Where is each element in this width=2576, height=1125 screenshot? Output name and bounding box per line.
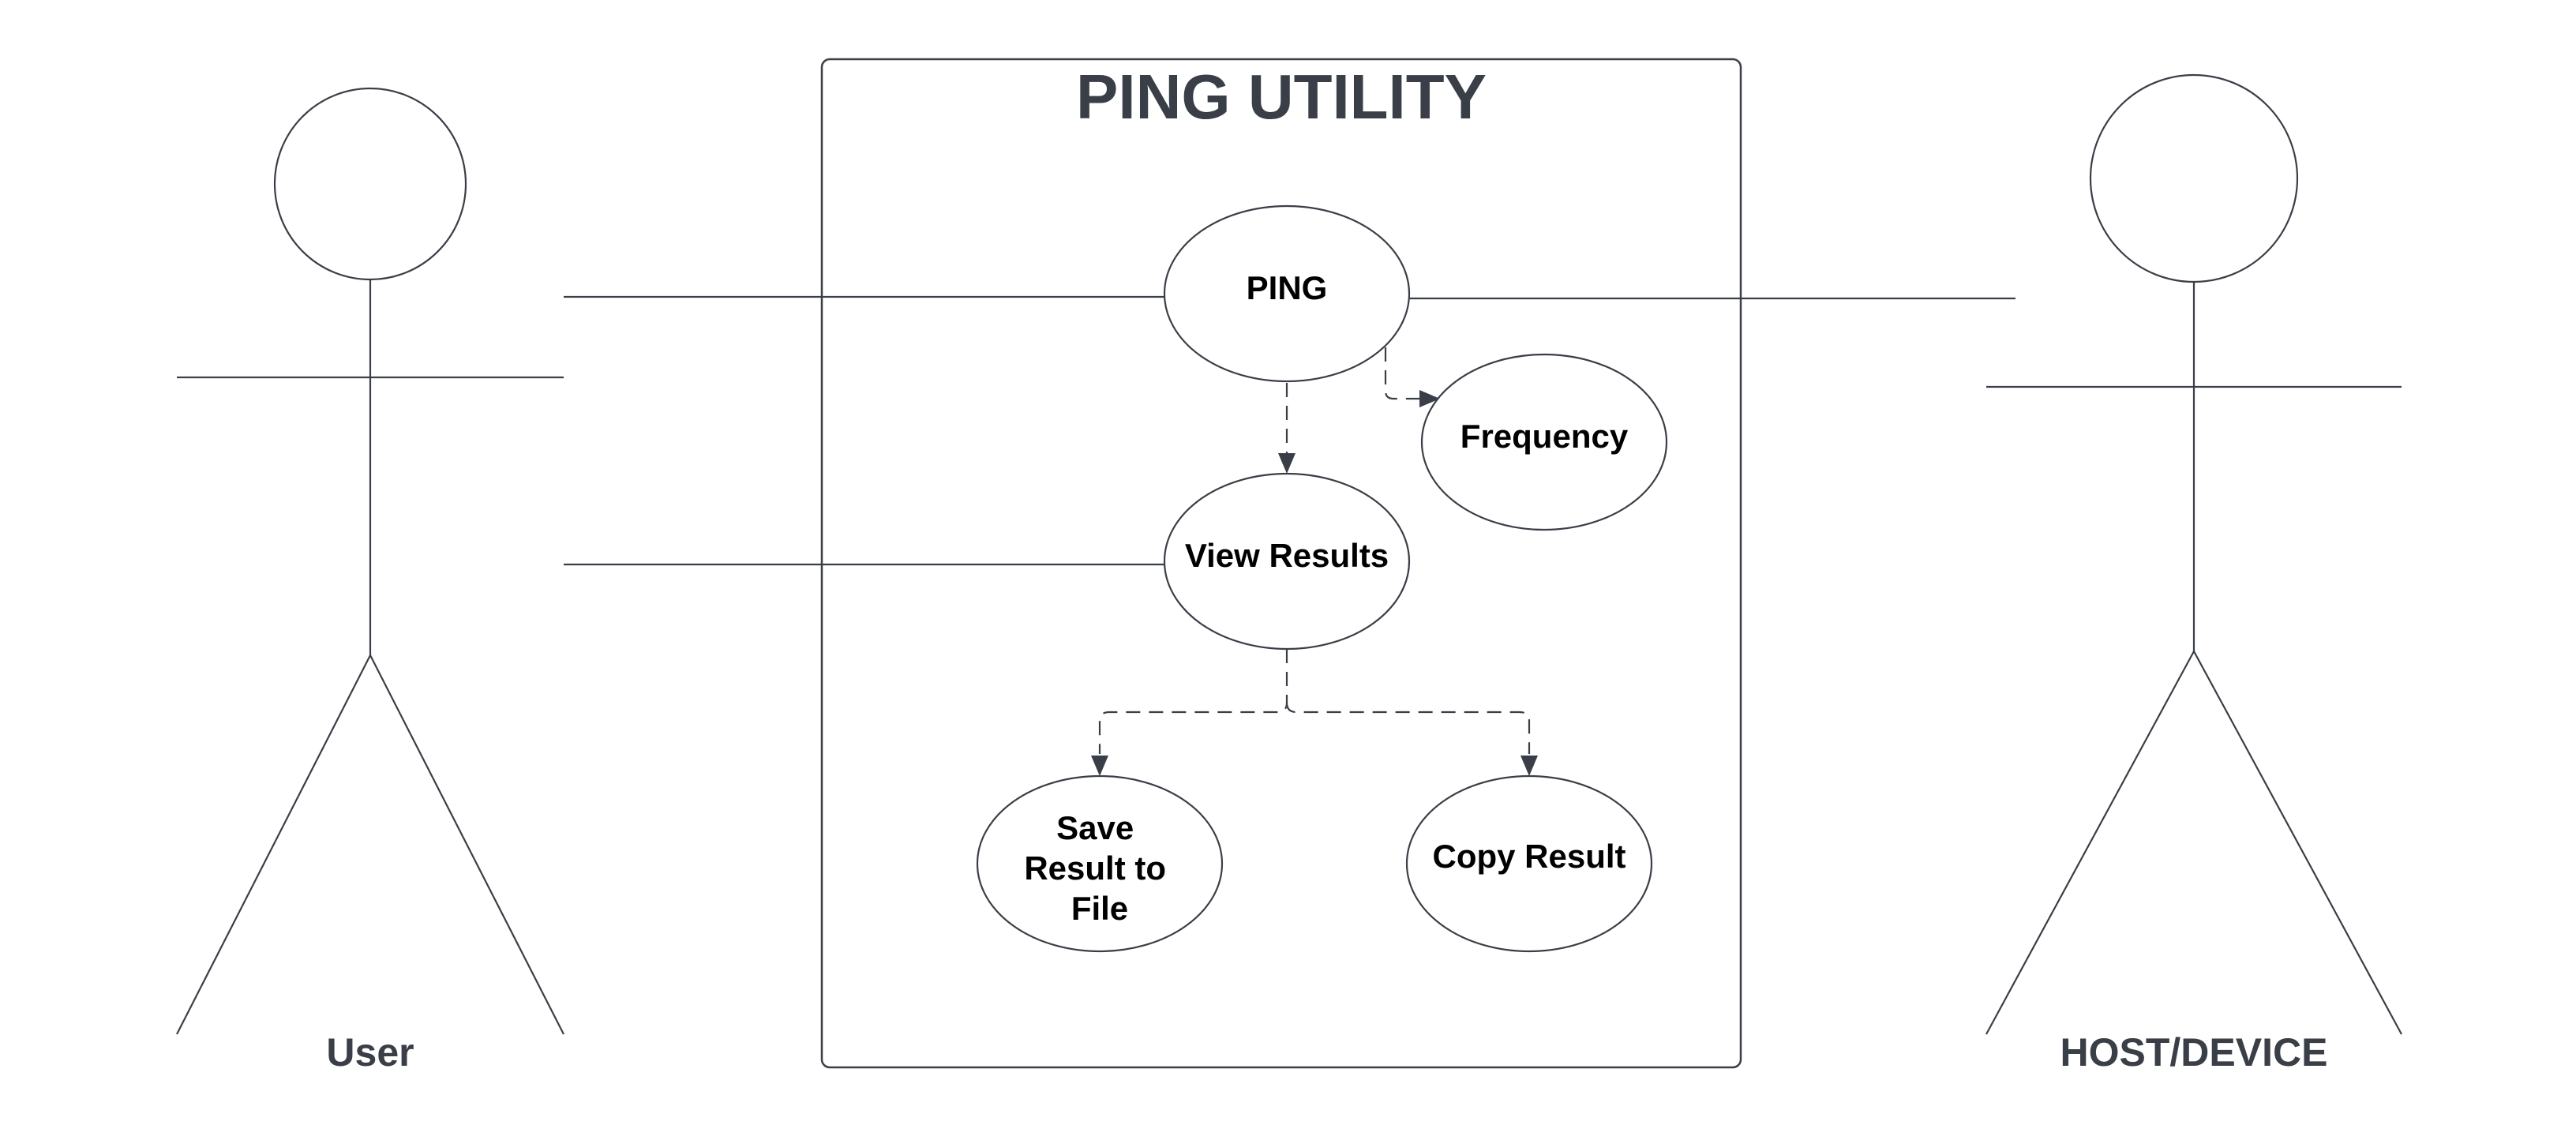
use-case-copy-result-label: Copy Result bbox=[1432, 838, 1625, 875]
dependency-view-results-copy bbox=[1285, 702, 1531, 754]
use-case-frequency-shape bbox=[1420, 353, 1668, 531]
use-case-view-results: View Results bbox=[1163, 472, 1411, 651]
actor-user-left-leg bbox=[176, 654, 371, 1035]
arrowhead-frequency bbox=[1419, 390, 1440, 407]
use-case-view-results-shape bbox=[1163, 472, 1411, 651]
use-case-ping: PING bbox=[1163, 204, 1411, 383]
use-case-view-results-label: View Results bbox=[1185, 537, 1389, 574]
use-case-save-result-shape bbox=[976, 774, 1224, 953]
use-case-copy-result-shape bbox=[1405, 774, 1653, 953]
actor-user: User bbox=[176, 87, 564, 1074]
use-case-save-result: Save Result to File bbox=[976, 774, 1224, 953]
use-case-ping-shape bbox=[1163, 204, 1411, 383]
system-title: PING UTILITY bbox=[1076, 62, 1487, 132]
actor-host-label: HOST/DEVICE bbox=[2060, 1030, 2328, 1074]
actor-host-left-leg bbox=[1985, 651, 2195, 1035]
arrowhead-save-result bbox=[1091, 756, 1108, 776]
actor-user-label: User bbox=[326, 1030, 414, 1074]
use-case-frequency: Frequency bbox=[1420, 353, 1668, 531]
arrowhead-copy-result bbox=[1520, 756, 1538, 776]
arrowhead-view-results bbox=[1278, 453, 1295, 474]
actor-host-right-leg bbox=[2193, 651, 2402, 1035]
use-case-ping-label: PING bbox=[1247, 269, 1328, 306]
actor-user-right-leg bbox=[369, 654, 564, 1035]
system-boundary bbox=[820, 58, 1742, 1069]
actor-user-head bbox=[273, 87, 467, 281]
dependency-view-results-split bbox=[1098, 649, 1288, 754]
use-case-save-result-label: Save Result to File bbox=[1024, 809, 1175, 927]
actor-host-head bbox=[2089, 73, 2299, 283]
dependency-ping-frequency bbox=[1384, 347, 1421, 400]
actor-host-device: HOST/DEVICE bbox=[1985, 73, 2402, 1074]
use-case-frequency-label: Frequency bbox=[1460, 418, 1629, 455]
use-case-copy-result: Copy Result bbox=[1405, 774, 1653, 953]
